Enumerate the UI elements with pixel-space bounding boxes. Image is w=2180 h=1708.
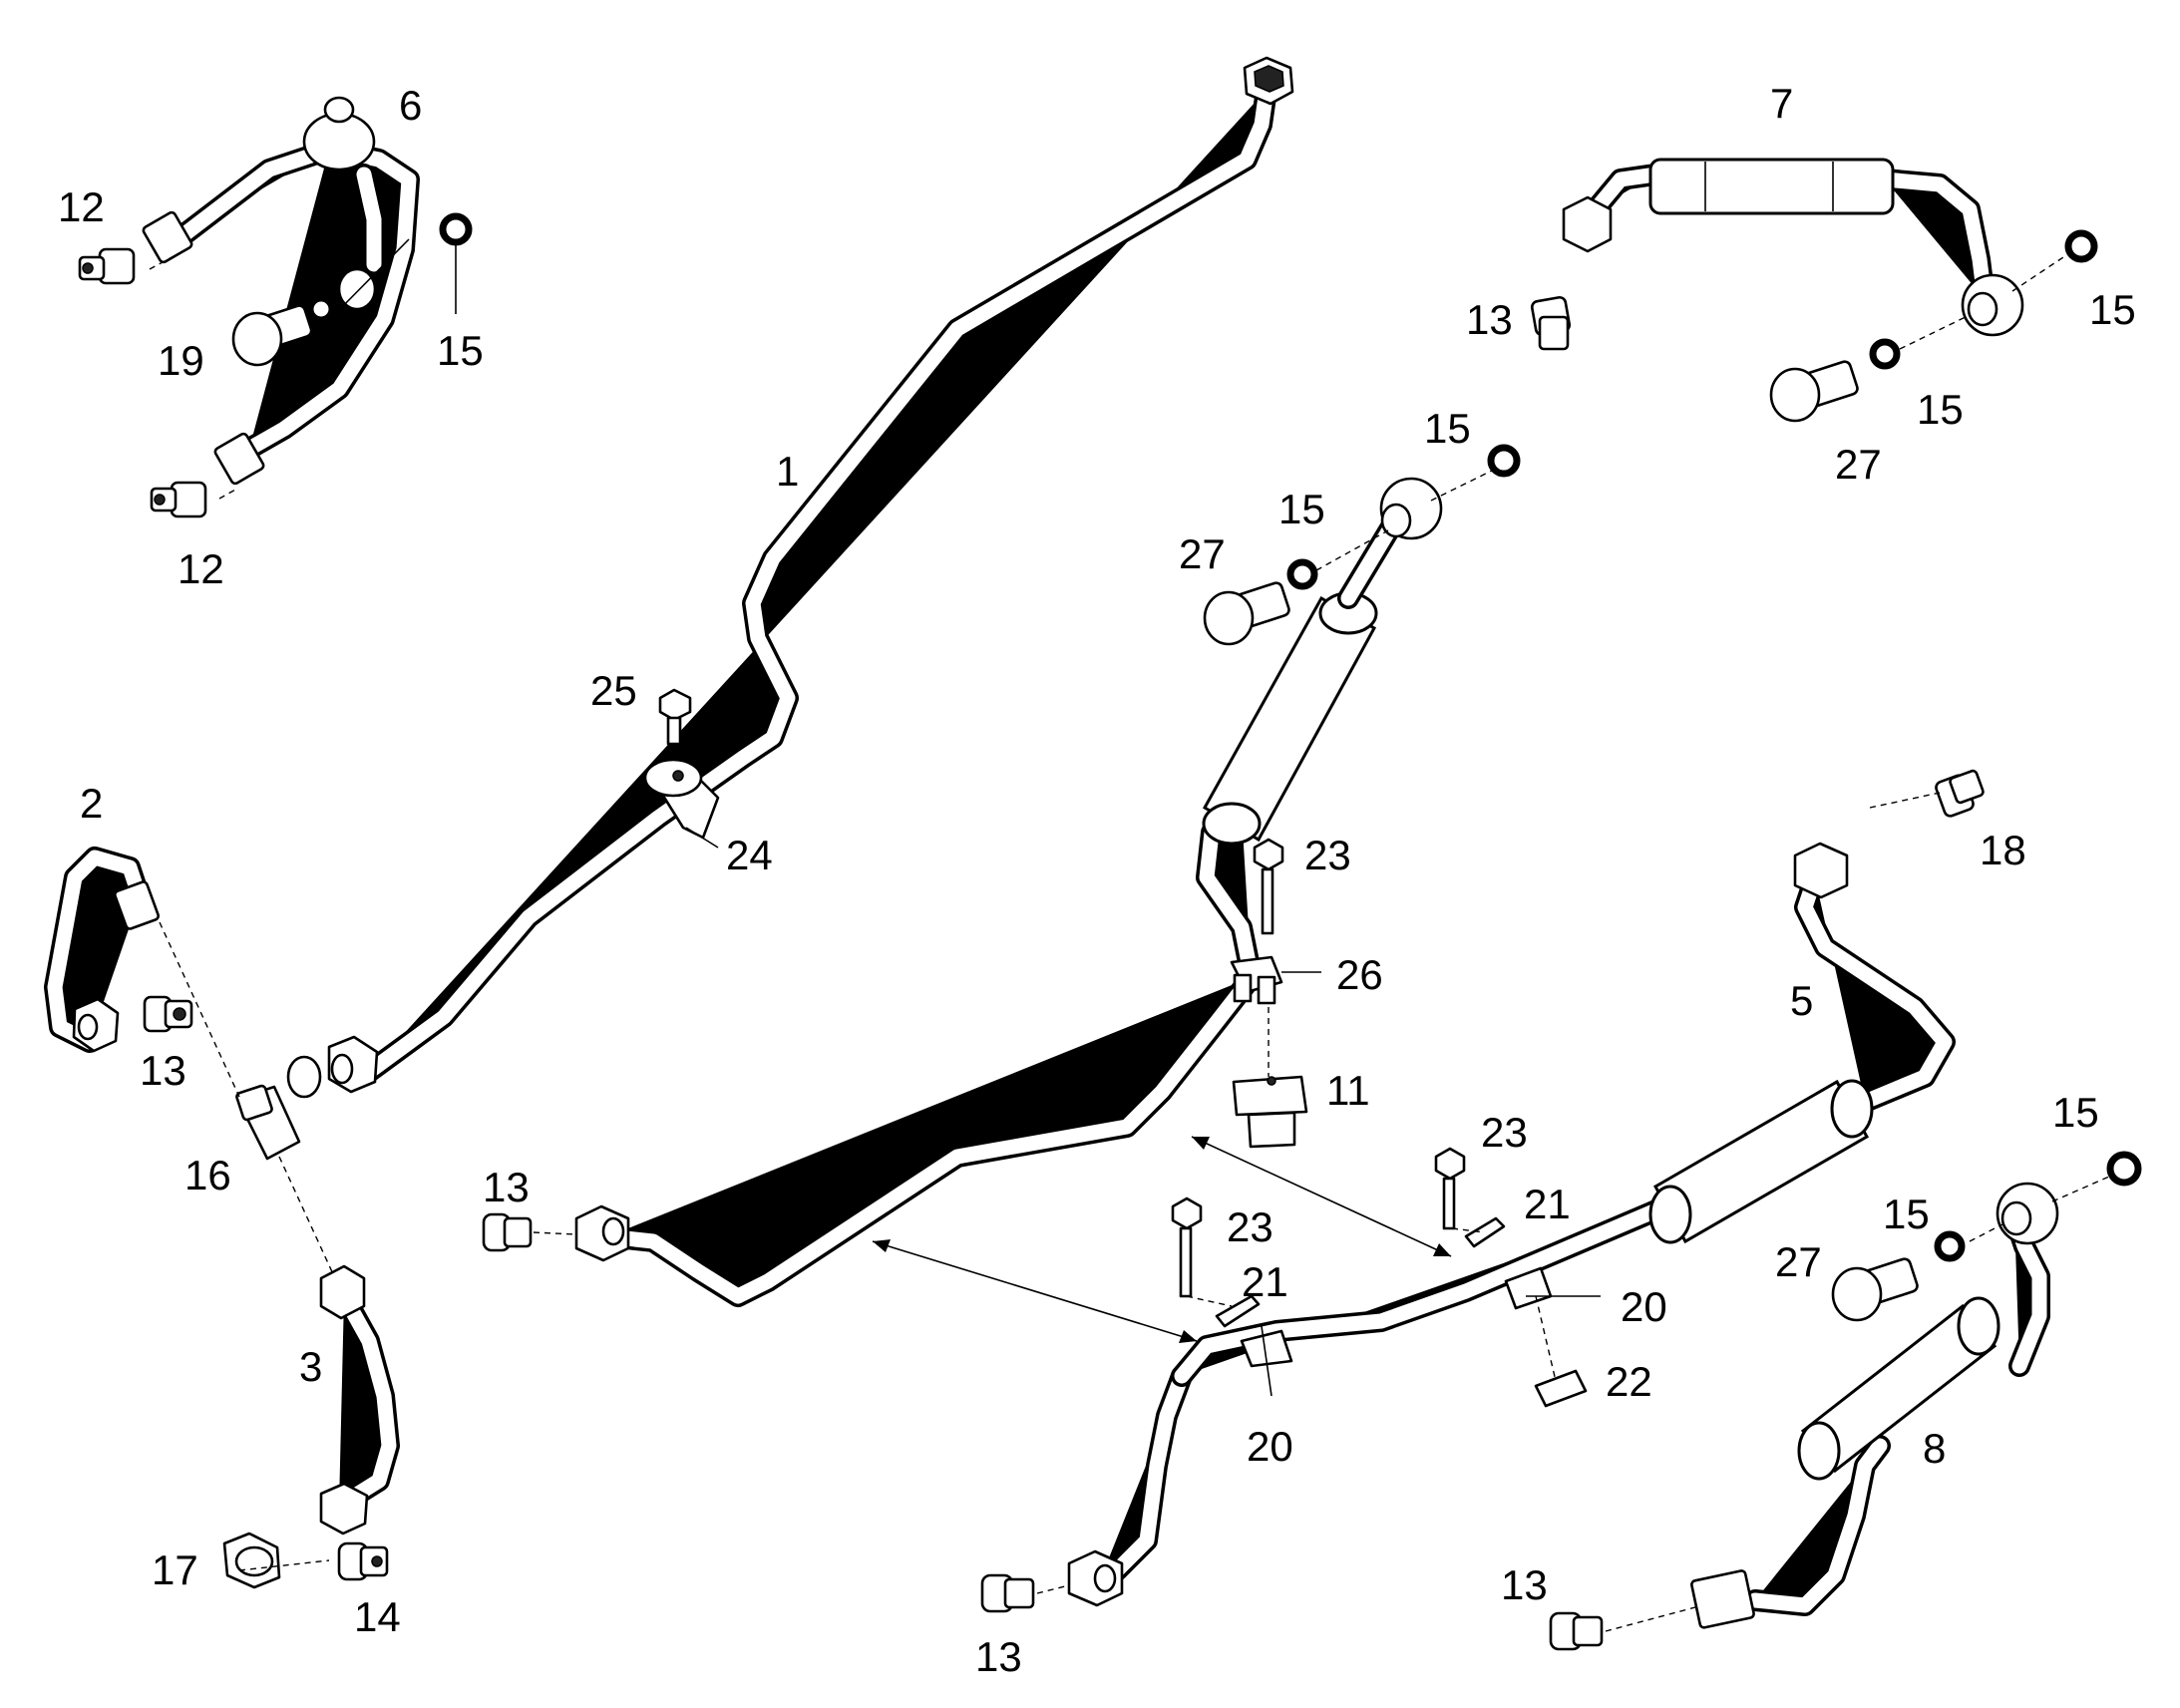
- callout-20-left: 20: [1247, 1423, 1293, 1470]
- callout-7: 7: [1770, 80, 1793, 127]
- washer-15-b: [439, 212, 473, 246]
- banjo-bolt-27-top-right: [1769, 360, 1859, 423]
- callout-11: 11: [1326, 1067, 1370, 1114]
- callout-27-top-right: 27: [1835, 441, 1882, 488]
- callout-27-bottom-right: 27: [1775, 1238, 1822, 1285]
- pipe-7: [1562, 158, 2024, 337]
- callout-5: 5: [1790, 977, 1813, 1024]
- pipe-4-upper: [1348, 477, 1443, 598]
- callout-15-top-right-a: 15: [2089, 286, 2136, 333]
- washer-15-f: [1869, 338, 1901, 370]
- callout-1: 1: [776, 448, 799, 495]
- callout-15-top-right-b: 15: [1917, 386, 1964, 433]
- callout-15-bottom-right-b: 15: [1883, 1191, 1930, 1237]
- pipe-1-top-nut: [1243, 56, 1294, 106]
- pad-11: [1232, 1075, 1308, 1149]
- washer-15-g: [2106, 1151, 2142, 1187]
- callout-6: 6: [399, 82, 422, 129]
- bolt-23-right: [1434, 1147, 1466, 1230]
- callout-22: 22: [1606, 1358, 1652, 1405]
- direction-arrows: [872, 1136, 1452, 1343]
- washer-15-c: [1286, 558, 1318, 590]
- banjo-bolt-19: [231, 304, 313, 367]
- callout-21-left: 21: [1242, 1258, 1288, 1305]
- callout-13-bottom-right: 13: [1501, 1561, 1548, 1608]
- pipe-8: [1690, 1182, 2059, 1629]
- fitting-13-left: [143, 995, 193, 1033]
- fitting-12-top: [78, 247, 136, 285]
- pipe-2: [55, 857, 160, 1051]
- callout-24: 24: [726, 832, 773, 878]
- callout-2: 2: [80, 780, 103, 827]
- pipe-1-lower-nut: [327, 1035, 379, 1094]
- fitting-13-bottom-right: [1549, 1611, 1604, 1651]
- banjo-bolt-27-bottom-right: [1831, 1257, 1919, 1322]
- callout-13-left: 13: [140, 1047, 186, 1094]
- callout-labels: 1 2 3 4 5 6 7 8 11 12 12 13 13 13 13 13 …: [58, 80, 2136, 1680]
- fitting-14: [337, 1541, 389, 1581]
- banjo-bolt-27-mid: [1203, 581, 1290, 646]
- callout-23-right: 23: [1481, 1109, 1528, 1156]
- fitting-13-top-right: [1530, 295, 1572, 351]
- callout-27-mid: 27: [1179, 530, 1226, 577]
- bolt-23-upper: [1253, 838, 1284, 935]
- clamp-20-left: [1240, 1329, 1293, 1368]
- callout-15-top-left: 15: [437, 327, 484, 374]
- callout-13-bottom-middle: 13: [975, 1633, 1022, 1680]
- bolt-25: [658, 688, 692, 746]
- callout-8: 8: [1923, 1425, 1946, 1472]
- washer-15-e: [2064, 229, 2098, 263]
- fitting-13-mid-left: [482, 1212, 533, 1252]
- fitting-12-bottom: [150, 481, 207, 518]
- callout-13-top-right: 13: [1466, 296, 1513, 343]
- washer-15-h: [1934, 1230, 1966, 1262]
- callout-23-left: 23: [1227, 1203, 1273, 1250]
- washer-15-d: [1487, 444, 1521, 478]
- callout-13-mid-left: 13: [483, 1164, 530, 1210]
- callout-18: 18: [1980, 827, 2026, 873]
- clamp-26: [1230, 955, 1283, 1005]
- callout-19: 19: [158, 337, 204, 384]
- clamp-24: [643, 758, 720, 840]
- fitting-13-bottom-middle: [980, 1573, 1035, 1613]
- callout-15-bottom-right-a: 15: [2052, 1089, 2099, 1136]
- plate-21-right: [1464, 1216, 1506, 1248]
- pipe-4: [574, 813, 1252, 1296]
- pipe-3: [319, 1264, 389, 1536]
- plate-21-left: [1215, 1294, 1261, 1328]
- tee-16: [235, 1055, 322, 1161]
- callout-17: 17: [152, 1546, 198, 1593]
- callout-15-mid-lower: 15: [1278, 486, 1325, 532]
- callout-20-right: 20: [1621, 1283, 1667, 1330]
- callout-12-bottom: 12: [178, 545, 224, 592]
- callout-26: 26: [1336, 951, 1383, 998]
- pipe-8-sleeve: [1797, 1296, 2000, 1481]
- callout-3: 3: [299, 1343, 322, 1390]
- pipe-5-sleeve: [1648, 1079, 1874, 1244]
- callout-14: 14: [354, 1593, 401, 1640]
- callout-16: 16: [184, 1152, 231, 1198]
- callout-12-top: 12: [58, 183, 105, 230]
- callout-4: 4: [977, 1089, 1000, 1136]
- callout-23-upper: 23: [1304, 832, 1351, 878]
- fitting-17: [222, 1532, 281, 1589]
- callout-25: 25: [590, 667, 637, 714]
- leader-lines: [149, 238, 2110, 1632]
- nut-22: [1534, 1369, 1588, 1408]
- bolt-23-left: [1171, 1196, 1203, 1298]
- pipe-1: [369, 90, 1267, 1072]
- pipe-6: [142, 96, 409, 486]
- pipe-4-sleeve: [1202, 591, 1378, 846]
- callout-15-mid-upper: 15: [1424, 405, 1471, 452]
- callout-21-right: 21: [1524, 1181, 1571, 1227]
- pipe-5: [1067, 842, 1945, 1607]
- washer-15-a: [306, 294, 336, 324]
- fitting-18: [1935, 769, 1985, 818]
